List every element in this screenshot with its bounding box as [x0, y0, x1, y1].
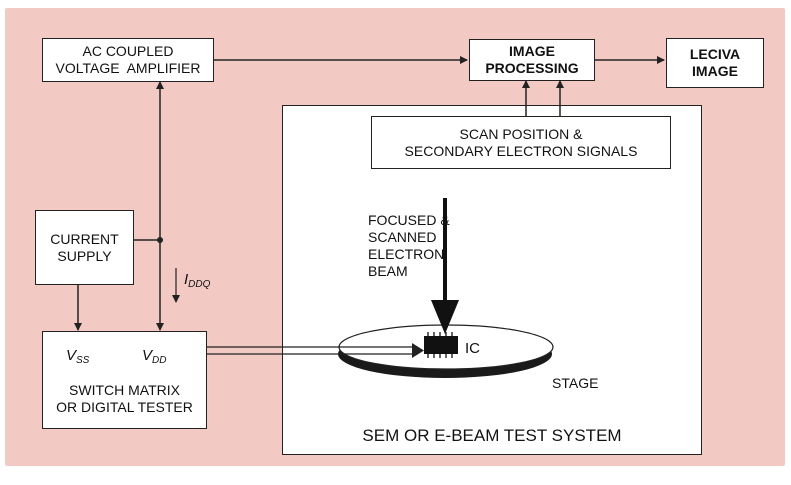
beam-label-1: FOCUSED &	[368, 212, 450, 228]
current-supply-box: CURRENT SUPPLY	[35, 210, 134, 285]
vdd-sub: DD	[152, 355, 167, 366]
switch-matrix-box: SWITCH MATRIX OR DIGITAL TESTER	[42, 331, 207, 429]
ic-label: IC	[465, 340, 480, 357]
image-processing-label-1: IMAGE	[509, 43, 555, 59]
current-supply-label-1: CURRENT	[50, 230, 119, 247]
beam-label: FOCUSED & SCANNED ELECTRON BEAM	[368, 212, 450, 280]
leciva-image-label-2: IMAGE	[692, 63, 738, 79]
scan-signals-label-1: SCAN POSITION &	[459, 125, 583, 142]
vdd-label: VDD	[142, 347, 166, 369]
scan-signals-box: SCAN POSITION & SECONDARY ELECTRON SIGNA…	[371, 116, 671, 169]
iddq-main: I	[184, 271, 189, 288]
iddq-sub: DDQ	[188, 279, 211, 290]
vdd-to-ic-arrowhead	[412, 343, 424, 358]
current-supply-label-2: SUPPLY	[57, 247, 112, 264]
ic-chip	[424, 336, 458, 354]
amplifier-label-1: AC COUPLED	[82, 43, 174, 59]
iddq-label: IDDQ	[184, 271, 210, 293]
vss-main: V	[66, 347, 77, 364]
switch-matrix-label-1: SWITCH MATRIX	[69, 382, 180, 398]
vdd-main: V	[142, 347, 153, 364]
image-processing-box: IMAGE PROCESSING	[469, 39, 595, 81]
image-processing-label-2: PROCESSING	[485, 60, 579, 76]
beam-label-3: ELECTRON	[368, 246, 445, 262]
stage-label: STAGE	[552, 375, 599, 391]
amplifier-label-2: VOLTAGE AMPLIFIER	[55, 60, 201, 76]
beam-label-2: SCANNED	[368, 229, 437, 245]
electron-beam-head	[431, 300, 459, 334]
sem-system-label: SEM OR E-BEAM TEST SYSTEM	[362, 426, 622, 445]
scan-signals-label-2: SECONDARY ELECTRON SIGNALS	[404, 142, 638, 159]
vss-sub: SS	[76, 355, 90, 366]
switch-matrix-label-2: OR DIGITAL TESTER	[56, 399, 193, 415]
beam-label-4: BEAM	[368, 263, 408, 279]
amplifier-box: AC COUPLED VOLTAGE AMPLIFIER	[42, 38, 214, 82]
vss-label: VSS	[66, 347, 89, 369]
junction-dot	[157, 237, 163, 243]
leciva-image-box: LECIVA IMAGE	[666, 38, 764, 88]
leciva-image-label-1: LECIVA	[689, 46, 741, 62]
